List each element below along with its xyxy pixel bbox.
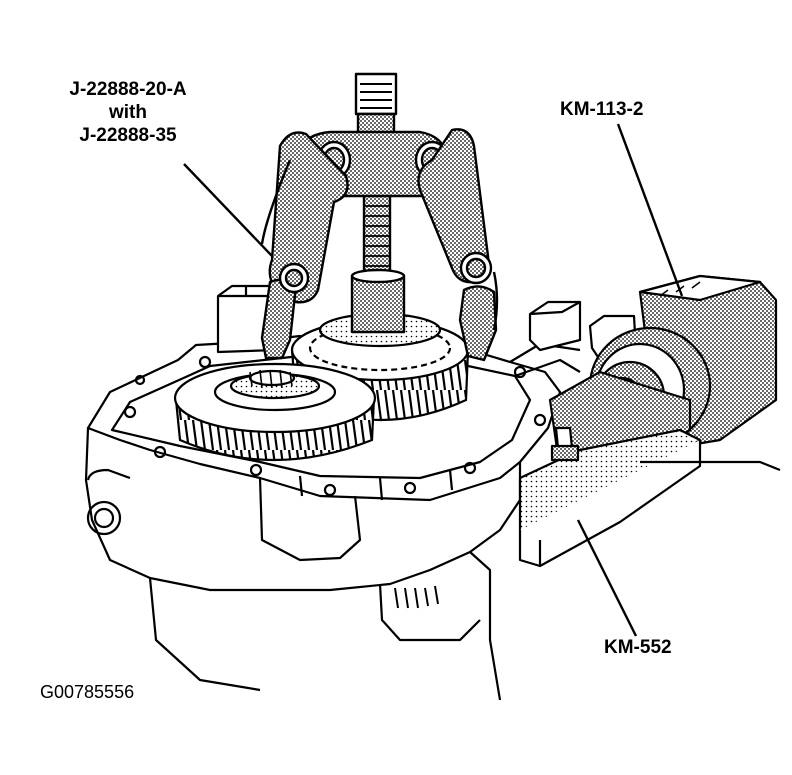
label-km-552: KM-552 [604, 637, 672, 658]
label-puller-tool: J-22888-20-A with J-22888-35 [28, 78, 228, 147]
km-552-plate [518, 426, 781, 568]
leader-km113 [616, 123, 684, 297]
label-tool-line3: J-22888-35 [79, 125, 177, 146]
figure-id: G00785556 [40, 682, 135, 702]
leader-km552 [576, 519, 638, 637]
label-tool-line1: J-22888-20-A [69, 79, 187, 100]
gear-puller [260, 72, 499, 362]
leader-tool [183, 163, 273, 257]
label-km-113-2: KM-113-2 [560, 99, 644, 120]
leader-lines [183, 123, 684, 637]
label-tool-line2: with [109, 102, 147, 123]
front-gear [173, 362, 377, 462]
km-113-2-tool [528, 274, 778, 472]
